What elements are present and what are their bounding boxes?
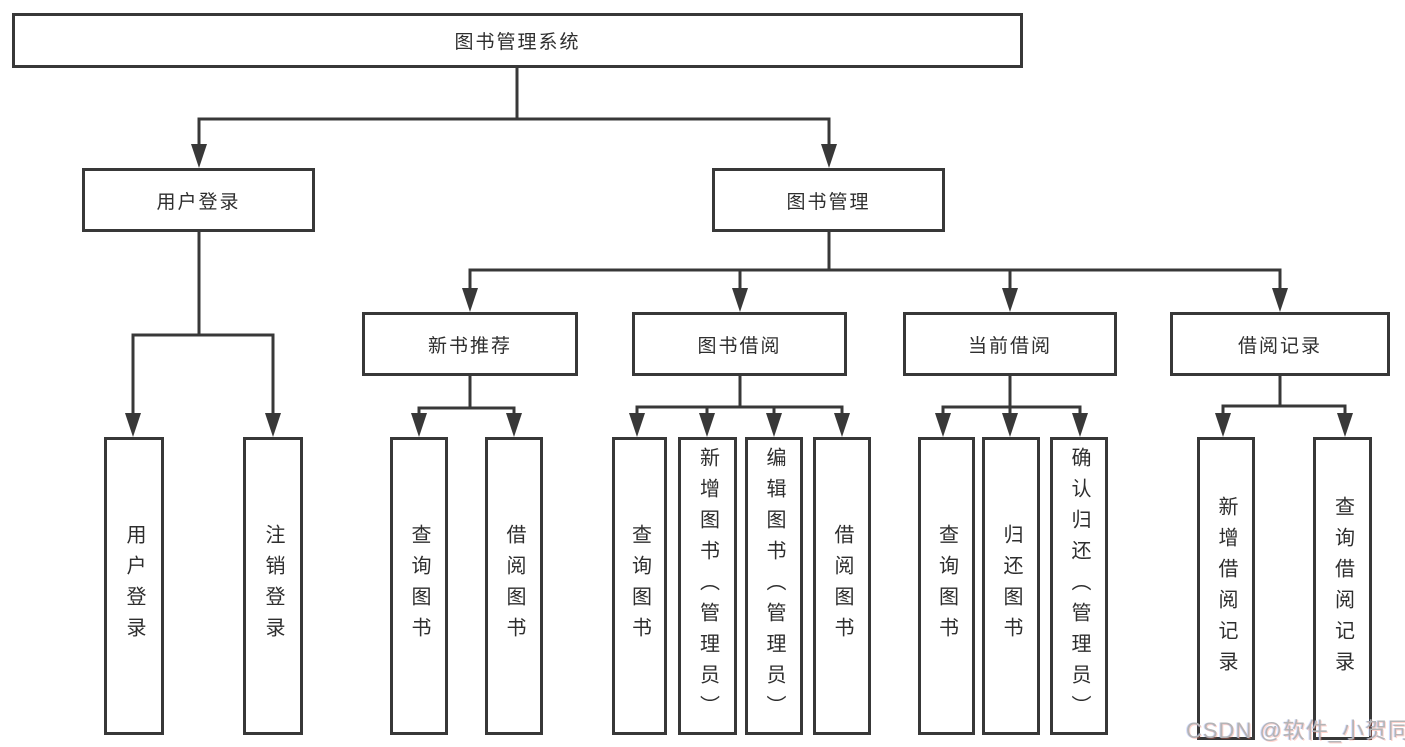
arrowhead-icon bbox=[766, 413, 782, 437]
leaf-borrow-books-borrowing: 借阅图书 bbox=[813, 437, 871, 735]
arrowhead-icon bbox=[732, 288, 748, 312]
node-label: 用户登录 bbox=[156, 191, 241, 213]
node-library-management-system: 图书管理系统 bbox=[12, 13, 1023, 68]
node-label: 图书借阅 bbox=[697, 335, 782, 357]
node-label: 用户登录 bbox=[123, 524, 145, 648]
leaf-add-book-admin: 新增图书（管理员） bbox=[678, 437, 737, 735]
arrowhead-icon bbox=[821, 144, 837, 168]
node-current-borrowing: 当前借阅 bbox=[903, 312, 1117, 376]
arrowhead-icon bbox=[1002, 413, 1018, 437]
node-label: 借阅记录 bbox=[1237, 335, 1322, 357]
node-label: 注销登录 bbox=[262, 524, 284, 648]
node-user-login: 用户登录 bbox=[82, 168, 315, 232]
arrowhead-icon bbox=[1272, 288, 1288, 312]
node-book-management: 图书管理 bbox=[712, 168, 945, 232]
arrowhead-icon bbox=[506, 413, 522, 437]
node-label: 新书推荐 bbox=[427, 335, 512, 357]
leaf-user-login: 用户登录 bbox=[104, 437, 164, 735]
leaf-edit-book-admin: 编辑图书（管理员） bbox=[745, 437, 803, 735]
node-label: 当前借阅 bbox=[967, 335, 1052, 357]
arrowhead-icon bbox=[191, 144, 207, 168]
node-new-book-recommendation: 新书推荐 bbox=[362, 312, 578, 376]
arrowhead-icon bbox=[265, 413, 281, 437]
leaf-logout: 注销登录 bbox=[243, 437, 303, 735]
arrowhead-icon bbox=[411, 413, 427, 437]
leaf-confirm-return-admin: 确认归还（管理员） bbox=[1050, 437, 1108, 735]
arrowhead-icon bbox=[935, 413, 951, 437]
node-label: 查询图书 bbox=[408, 524, 430, 648]
leaf-query-books-current: 查询图书 bbox=[918, 437, 975, 735]
arrowhead-icon bbox=[699, 413, 715, 437]
arrowhead-icon bbox=[462, 288, 478, 312]
arrowhead-icon bbox=[834, 413, 850, 437]
leaf-return-book: 归还图书 bbox=[982, 437, 1040, 735]
leaf-query-books-recommend: 查询图书 bbox=[390, 437, 448, 735]
leaf-query-borrow-record: 查询借阅记录 bbox=[1313, 437, 1372, 740]
node-borrowing-records: 借阅记录 bbox=[1170, 312, 1390, 376]
csdn-watermark: CSDN @软件_小贺同学 bbox=[1186, 718, 1405, 743]
node-label: 查询借阅记录 bbox=[1331, 495, 1354, 682]
arrowhead-icon bbox=[629, 413, 645, 437]
node-label: 新增借阅记录 bbox=[1215, 495, 1237, 682]
node-label: 编辑图书（管理员） bbox=[763, 446, 785, 726]
leaf-add-borrow-record: 新增借阅记录 bbox=[1197, 437, 1255, 740]
node-label: 查询图书 bbox=[935, 524, 958, 648]
node-label: 借阅图书 bbox=[503, 524, 525, 648]
arrowhead-icon bbox=[125, 413, 141, 437]
node-label: 确认归还（管理员） bbox=[1068, 446, 1090, 726]
arrowhead-icon bbox=[1337, 413, 1353, 437]
arrowhead-icon bbox=[1215, 413, 1231, 437]
node-label: 归还图书 bbox=[1000, 524, 1022, 648]
node-book-borrowing: 图书借阅 bbox=[632, 312, 847, 376]
node-label: 图书管理 bbox=[786, 191, 871, 213]
node-label: 图书管理系统 bbox=[454, 32, 581, 53]
arrowhead-icon bbox=[1072, 413, 1088, 437]
arrowhead-icon bbox=[1002, 288, 1018, 312]
node-label: 借阅图书 bbox=[831, 524, 853, 648]
node-label: 查询图书 bbox=[628, 524, 651, 648]
leaf-query-books-borrowing: 查询图书 bbox=[612, 437, 667, 735]
leaf-borrow-books-recommend: 借阅图书 bbox=[485, 437, 543, 735]
node-label: 新增图书（管理员） bbox=[696, 446, 719, 726]
